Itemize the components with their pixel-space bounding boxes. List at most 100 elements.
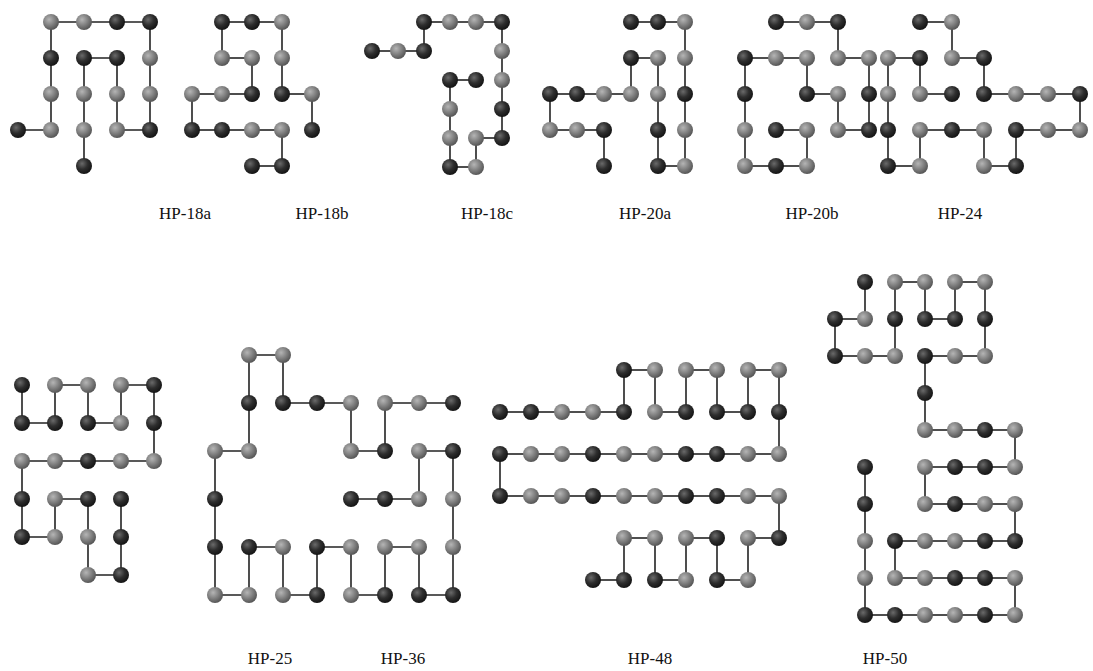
hydrophobic-bead: [917, 385, 933, 401]
polar-bead: [947, 607, 963, 623]
polar-bead: [1008, 86, 1024, 102]
hydrophobic-bead: [492, 488, 508, 504]
polar-bead: [830, 122, 846, 138]
hydrophobic-bead: [241, 539, 257, 555]
hydrophobic-bead: [492, 404, 508, 420]
polar-bead: [274, 14, 290, 30]
polar-bead: [740, 530, 756, 546]
bond-lines: [18, 22, 1080, 615]
hydrophobic-bead: [709, 404, 725, 420]
protein-label: HP-18c: [461, 205, 513, 222]
hydrophobic-bead: [650, 122, 666, 138]
hydrophobic-bead: [616, 404, 632, 420]
polar-bead: [1007, 496, 1023, 512]
polar-bead: [554, 404, 570, 420]
polar-bead: [944, 14, 960, 30]
polar-bead: [585, 404, 601, 420]
polar-bead: [47, 377, 63, 393]
hydrophobic-bead: [677, 86, 693, 102]
polar-bead: [771, 362, 787, 378]
hydrophobic-bead: [113, 567, 129, 583]
hydrophobic-bead: [709, 446, 725, 462]
hydrophobic-bead: [309, 587, 325, 603]
hydrophobic-bead: [1008, 122, 1024, 138]
hydrophobic-bead: [214, 14, 230, 30]
hydrophobic-bead: [207, 491, 223, 507]
hydrophobic-bead: [146, 377, 162, 393]
polar-bead: [207, 443, 223, 459]
polar-bead: [1040, 86, 1056, 102]
polar-bead: [830, 50, 846, 66]
hydrophobic-bead: [585, 446, 601, 462]
polar-bead: [912, 158, 928, 174]
hydrophobic-bead: [80, 453, 96, 469]
hydrophobic-bead: [377, 443, 393, 459]
hydrophobic-bead: [14, 491, 30, 507]
polar-bead: [274, 122, 290, 138]
hydrophobic-bead: [947, 496, 963, 512]
hydrophobic-bead: [596, 122, 612, 138]
polar-bead: [857, 311, 873, 327]
hydrophobic-bead: [947, 459, 963, 475]
polar-bead: [76, 14, 92, 30]
hydrophobic-bead: [241, 395, 257, 411]
hydrophobic-bead: [1007, 533, 1023, 549]
polar-bead: [947, 274, 963, 290]
polar-bead: [142, 50, 158, 66]
polar-bead: [771, 446, 787, 462]
polar-bead: [677, 50, 693, 66]
hydrophobic-bead: [623, 14, 639, 30]
polar-bead: [977, 274, 993, 290]
hydrophobic-bead: [947, 311, 963, 327]
polar-bead: [917, 533, 933, 549]
hydrophobic-bead: [494, 14, 510, 30]
hydrophobic-bead: [678, 446, 694, 462]
polar-bead: [113, 415, 129, 431]
polar-bead: [677, 158, 693, 174]
hydrophobic-bead: [585, 572, 601, 588]
polar-bead: [14, 453, 30, 469]
polar-bead: [241, 587, 257, 603]
polar-bead: [1007, 607, 1023, 623]
polar-bead: [917, 570, 933, 586]
hydrophobic-bead: [146, 415, 162, 431]
polar-bead: [1007, 570, 1023, 586]
hydrophobic-bead: [947, 570, 963, 586]
polar-bead: [411, 539, 427, 555]
polar-bead: [43, 86, 59, 102]
protein-label: HP-20b: [786, 205, 839, 222]
polar-bead: [569, 122, 585, 138]
polar-bead: [244, 50, 260, 66]
hydrophobic-bead: [1072, 86, 1088, 102]
polar-bead: [771, 488, 787, 504]
polar-bead: [678, 572, 694, 588]
hydrophobic-bead: [912, 50, 928, 66]
polar-bead: [554, 488, 570, 504]
hydrophobic-bead: [309, 539, 325, 555]
polar-bead: [445, 491, 461, 507]
polar-bead: [857, 570, 873, 586]
protein-label: HP-50: [863, 650, 907, 667]
hydrophobic-bead: [857, 274, 873, 290]
polar-bead: [442, 130, 458, 146]
polar-bead: [47, 491, 63, 507]
polar-bead: [442, 14, 458, 30]
polar-bead: [887, 570, 903, 586]
hydrophobic-bead: [142, 14, 158, 30]
hydrophobic-bead: [857, 607, 873, 623]
polar-bead: [917, 422, 933, 438]
hydrophobic-bead: [857, 459, 873, 475]
hydrophobic-bead: [76, 158, 92, 174]
hydrophobic-bead: [416, 14, 432, 30]
polar-bead: [799, 50, 815, 66]
polar-bead: [740, 572, 756, 588]
polar-bead: [343, 539, 359, 555]
protein-label: HP-25: [248, 650, 292, 667]
protein-label: HP-48: [628, 650, 672, 667]
polar-bead: [912, 86, 928, 102]
polar-bead: [709, 362, 725, 378]
polar-bead: [1040, 122, 1056, 138]
hydrophobic-bead: [709, 572, 725, 588]
polar-bead: [880, 50, 896, 66]
